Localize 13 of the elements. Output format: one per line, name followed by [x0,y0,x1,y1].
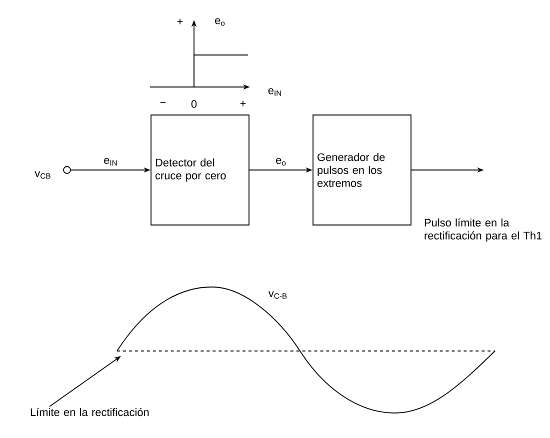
block-box: Generador de pulsos en los extremos [312,114,412,226]
note-text: Pulso límite en la rectificación para el Th1 [424,218,542,242]
note-text: Límite en la rectificación [30,408,149,416]
terminal-circle [63,166,71,174]
edge-label: e$_{o}$ [276,158,286,166]
edge-label: e$_{IN}$ [104,158,117,166]
axis-label: + [177,18,183,24]
axis-label: − [160,102,166,103]
signal-label: v$_{CB}$ [34,171,50,179]
axis-label: e$_{IN}$ [268,88,282,96]
axis-label: v$_{C-B}$ [268,291,287,299]
block-box: Detector del cruce por cero [150,114,250,226]
axis-label: e$_{o}$ [215,18,225,26]
